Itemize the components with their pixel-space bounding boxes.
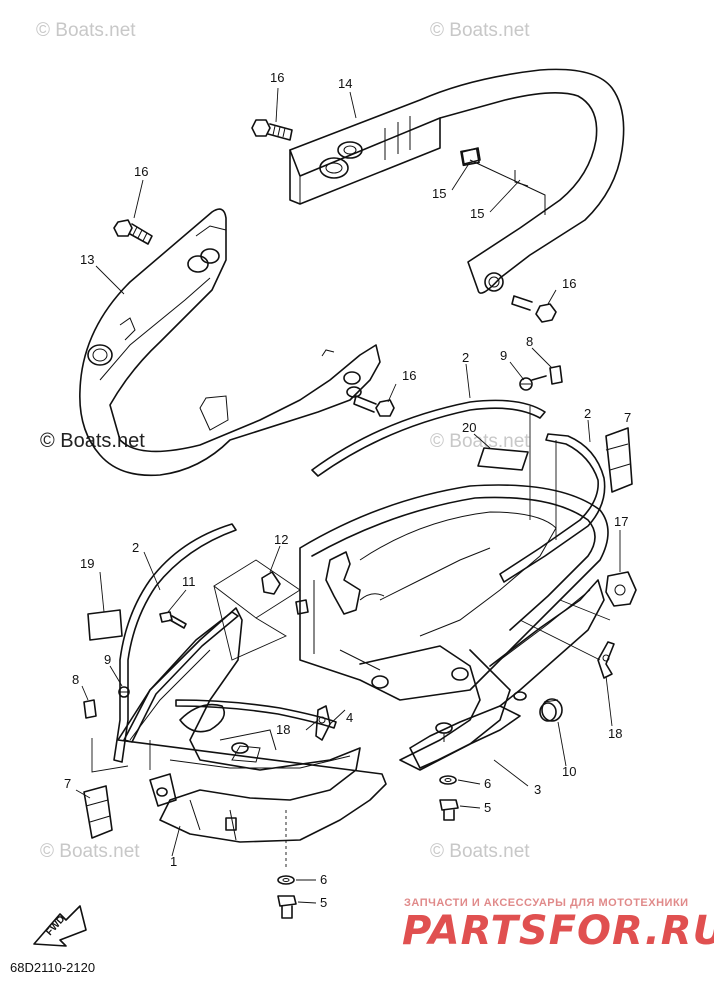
part-12-clip	[261, 571, 309, 615]
callout-12: 12	[274, 532, 288, 547]
part-20-label	[477, 447, 529, 471]
callout-7-right: 7	[624, 410, 631, 425]
callout-20: 20	[462, 420, 476, 435]
bolt-5-bottom	[277, 895, 297, 919]
washer-6-bottom	[277, 875, 295, 885]
part-3-bracket	[409, 705, 521, 769]
watermark-middle-left: © Boats.net	[40, 430, 145, 452]
callout-16-c: 16	[134, 164, 148, 179]
watermark-top-right: © Boats.net	[430, 20, 530, 41]
part-17-clip	[605, 571, 637, 607]
callout-16-b: 16	[562, 276, 576, 291]
bolt-16-b	[511, 295, 557, 323]
washer-6-center	[439, 775, 457, 785]
callout-7-left: 7	[64, 776, 71, 791]
callout-14: 14	[338, 76, 352, 91]
part-7-right	[605, 427, 633, 493]
part-10-grommet	[539, 698, 563, 722]
lower-cowl-right-panel	[489, 579, 605, 707]
callout-8-left: 8	[72, 672, 79, 687]
diagram-code: 68D2110-2120	[10, 960, 95, 975]
seal-strip-2-left	[113, 523, 239, 763]
callout-6-center: 6	[484, 776, 491, 791]
part-7-left	[83, 785, 113, 839]
callout-11: 11	[182, 574, 196, 589]
callout-16-a: 16	[270, 70, 284, 85]
callout-2-right: 2	[584, 406, 591, 421]
clip-8-left	[83, 699, 97, 719]
seal-strip-2-top	[311, 399, 546, 477]
callout-1: 1	[170, 854, 177, 869]
callout-15-a: 15	[432, 186, 446, 201]
callout-18-right: 18	[608, 726, 622, 741]
callout-9-left: 9	[104, 652, 111, 667]
screw-11	[159, 611, 187, 629]
callout-18-left: 18	[276, 722, 290, 737]
callouts: 16 14 16 15 15 13 16 8 9 2 16 20 2 7 2 1…	[64, 70, 631, 910]
lower-cowl-main	[299, 484, 609, 771]
part-1-lower-cowl	[117, 607, 387, 843]
watermark-bottom-left: © Boats.net	[40, 841, 140, 862]
part-18-clip-right	[597, 641, 615, 679]
part-19-label	[87, 609, 123, 641]
callout-6-bottom: 6	[320, 872, 327, 887]
part-14-bracket	[289, 68, 625, 294]
bolt-16-d	[353, 395, 395, 417]
fwd-arrow: FWD	[33, 905, 87, 947]
bolt-5-center	[439, 799, 459, 821]
callout-5-bottom: 5	[320, 895, 327, 910]
callout-19: 19	[80, 556, 94, 571]
watermark-bottom-right: © Boats.net	[430, 841, 530, 862]
callout-10: 10	[562, 764, 576, 779]
callout-4: 4	[346, 710, 353, 725]
brand-logo: PARTSFOR.RU	[402, 908, 714, 954]
callout-15-b: 15	[470, 206, 484, 221]
bolt-16-a	[251, 119, 293, 141]
screw-9-left	[118, 686, 130, 698]
watermark-top-left: © Boats.net	[36, 20, 136, 41]
callout-2-left: 2	[132, 540, 139, 555]
part-15-pad-a	[461, 147, 481, 165]
callout-5-center: 5	[484, 800, 491, 815]
clip-8-top	[549, 365, 563, 385]
watermark-middle-right: © Boats.net	[430, 431, 530, 452]
callout-13: 13	[80, 252, 94, 267]
callout-8-top: 8	[526, 334, 533, 349]
leader-lines	[75, 87, 629, 904]
screw-9-top	[519, 375, 547, 391]
callout-16-d: 16	[402, 368, 416, 383]
part-18-clip-left	[315, 705, 331, 741]
part-13-bracket	[79, 208, 381, 477]
callout-2-top: 2	[462, 350, 469, 365]
callout-3: 3	[534, 782, 541, 797]
callout-17: 17	[614, 514, 628, 529]
callout-9-top: 9	[500, 348, 507, 363]
brand-tagline: ЗАПЧАСТИ И АКСЕССУАРЫ ДЛЯ МОТОТЕХНИКИ	[404, 897, 689, 909]
bolt-16-c	[113, 219, 153, 245]
seal-strip-4	[175, 699, 337, 729]
seal-strip-2-right	[499, 433, 606, 583]
